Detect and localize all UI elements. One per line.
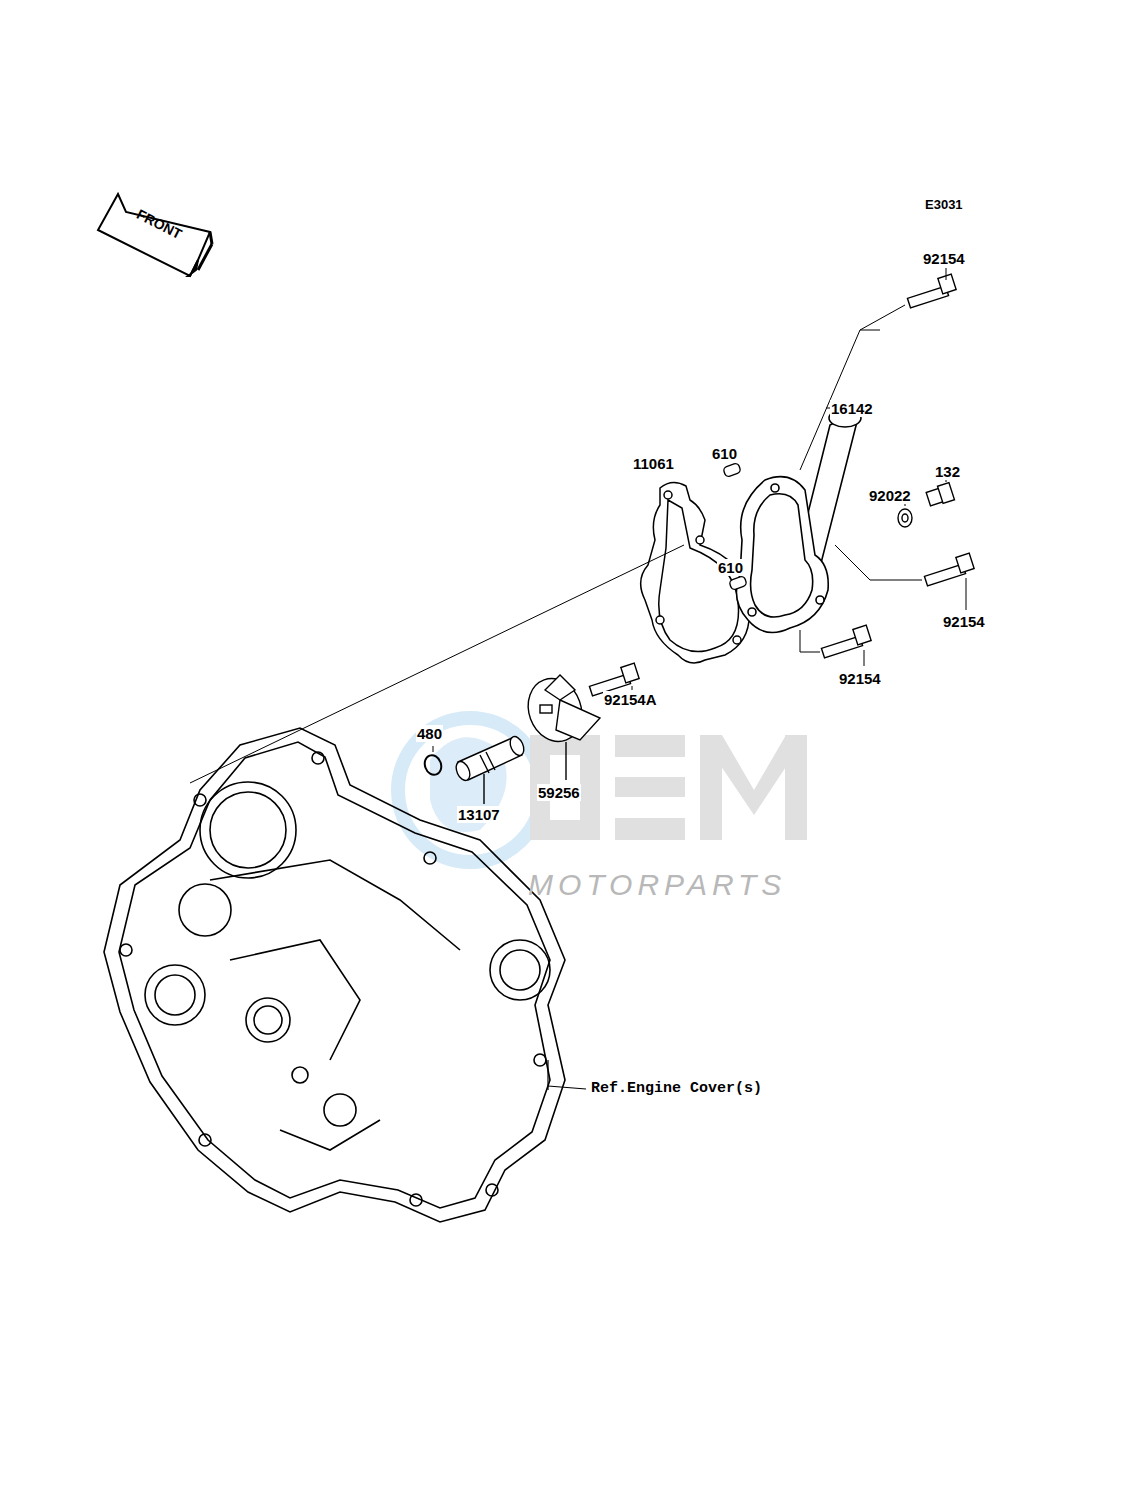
callout-number: 11061 [632,455,675,472]
bolt [589,274,974,696]
callout-number: 132 [934,463,961,480]
callout-number: 610 [711,445,738,462]
callout-number: 92022 [868,487,912,504]
callout-number: 92154 [942,613,986,630]
leader-line [190,545,684,783]
callout-number: 92154 [922,250,966,267]
pump-shaft [453,734,526,804]
callout-number: 610 [717,559,744,576]
leader-line [548,1086,586,1089]
callout-number: 16142 [830,400,874,417]
impeller [520,671,600,780]
leader-line [632,268,966,690]
watermark-text: MOTORPARTS [527,868,787,902]
engine-cover [104,728,565,1222]
front-arrow [98,194,212,276]
circlip [422,746,444,777]
callout-number: 480 [416,725,443,742]
callout-number: 92154A [603,691,658,708]
callout-number: 59256 [537,784,581,801]
gasket [641,482,750,663]
callout-number: 92154 [838,670,882,687]
washer [898,509,912,527]
reference-note: Ref.Engine Cover(s) [590,1080,763,1097]
drain-plug [926,483,954,506]
leader-line [547,1060,548,1090]
watermark-logo [398,718,807,862]
callout-number: 13107 [457,806,501,823]
drawing-code: E3031 [924,196,964,213]
pump-cover [736,409,861,633]
